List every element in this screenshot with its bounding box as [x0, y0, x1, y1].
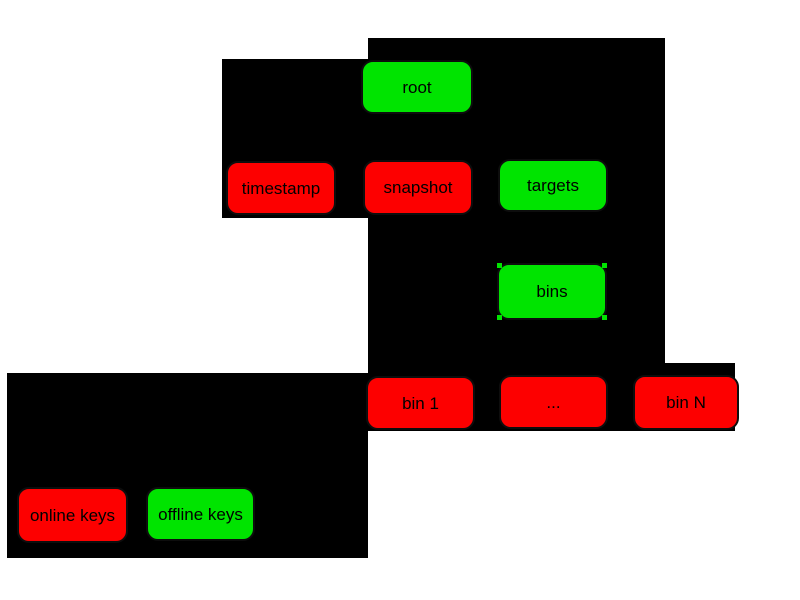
- node-root: root: [361, 60, 473, 114]
- node-timestamp: timestamp: [226, 161, 336, 215]
- legend-offline-keys-label: offline keys: [158, 504, 243, 524]
- node-bin-n-label: bin N: [666, 393, 706, 412]
- legend-online-keys-label: online keys: [29, 505, 116, 525]
- legend-online-keys: online keys: [17, 487, 128, 543]
- node-bins-label: bins: [536, 282, 568, 301]
- node-snapshot-label: snapshot: [383, 178, 453, 197]
- selection-handle: [602, 315, 607, 320]
- node-targets-label: targets: [527, 176, 579, 195]
- node-snapshot: snapshot: [363, 160, 473, 215]
- selection-handle: [497, 315, 502, 320]
- selection-handle: [497, 263, 502, 268]
- node-bin-ellipsis-label: ...: [546, 392, 561, 412]
- node-bins: bins: [497, 263, 607, 320]
- node-root-label: root: [402, 77, 432, 97]
- node-bin-ellipsis: ...: [499, 375, 608, 429]
- selection-handle: [602, 263, 607, 268]
- node-bin-1-label: bin 1: [402, 393, 439, 413]
- legend-offline-keys: offline keys: [146, 487, 255, 541]
- node-bin-n: bin N: [633, 375, 739, 430]
- node-targets: targets: [498, 159, 608, 212]
- node-timestamp-label: timestamp: [241, 178, 321, 198]
- node-bin-1: bin 1: [366, 376, 475, 430]
